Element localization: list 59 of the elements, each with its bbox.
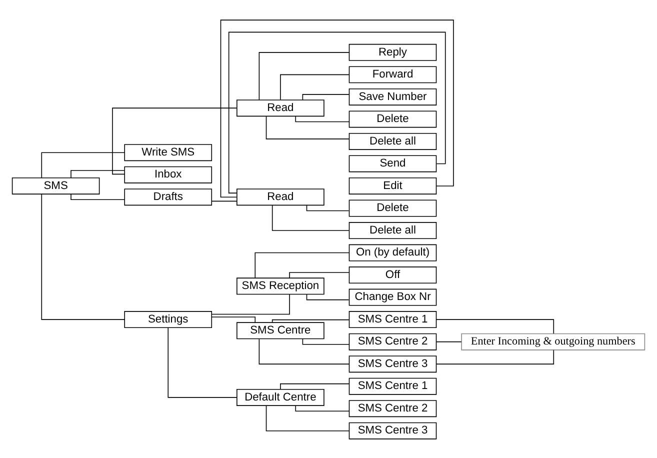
node-box: SMS Centre 2: [348, 332, 437, 350]
connector: [212, 294, 290, 314]
connector: [272, 318, 350, 322]
connector: [266, 115, 350, 139]
connector: [211, 200, 238, 202]
node-box: Send: [348, 154, 437, 172]
connector: [258, 338, 350, 364]
connector: [436, 340, 462, 342]
connector: [112, 107, 238, 174]
node-box: SMS Centre 1: [348, 310, 437, 328]
node-box: Read: [236, 188, 324, 206]
connector: [41, 193, 125, 320]
node-box: SMS Centre: [236, 322, 324, 339]
connector: [295, 115, 350, 122]
connector: [41, 152, 125, 178]
connector: [436, 318, 554, 334]
connector: [228, 31, 446, 193]
node-box: Drafts: [124, 188, 212, 206]
node-box: SMS Centre 2: [348, 400, 437, 417]
node-box: Default Centre: [236, 388, 324, 406]
node-box: Write SMS: [124, 144, 212, 161]
connector: [272, 204, 350, 230]
connector: [220, 19, 454, 198]
node-box: Save Number: [348, 88, 437, 105]
node-box: SMS: [12, 177, 100, 194]
node-box: Off: [348, 266, 437, 284]
connector: [280, 74, 350, 100]
node-box: Forward: [348, 66, 437, 83]
node-box: Reply: [348, 43, 437, 60]
connector: [168, 326, 238, 398]
connector: [211, 316, 256, 322]
node-box: Settings: [124, 310, 212, 328]
connector: [70, 170, 125, 178]
node-box: SMS Centre 3: [348, 422, 437, 439]
connector: [280, 382, 350, 390]
connector: [295, 404, 350, 412]
node-box: Delete: [348, 199, 437, 216]
node-box: Delete: [348, 110, 437, 128]
node-box: Delete all: [348, 132, 437, 150]
connector: [302, 94, 350, 100]
connector: [258, 52, 350, 100]
node-box: Change Box Nr: [348, 288, 437, 306]
node-box: SMS Centre 3: [348, 355, 437, 372]
connector: [306, 204, 350, 211]
node-box: Inbox: [124, 166, 212, 183]
node-box: SMS Centre 1: [348, 377, 437, 394]
node-box: Enter Incoming & outgoing numbers: [461, 332, 646, 350]
connector: [436, 349, 554, 364]
node-box: Edit: [348, 177, 437, 194]
connector: [306, 293, 350, 300]
node-box: On (by default): [348, 244, 437, 261]
node-box: Read: [236, 99, 324, 116]
node-box: Delete all: [348, 222, 437, 238]
connector: [266, 405, 350, 431]
connector: [289, 272, 350, 278]
connector: [70, 193, 125, 200]
connector: [254, 252, 350, 278]
connector: [302, 338, 350, 344]
node-box: SMS Reception: [236, 277, 324, 294]
